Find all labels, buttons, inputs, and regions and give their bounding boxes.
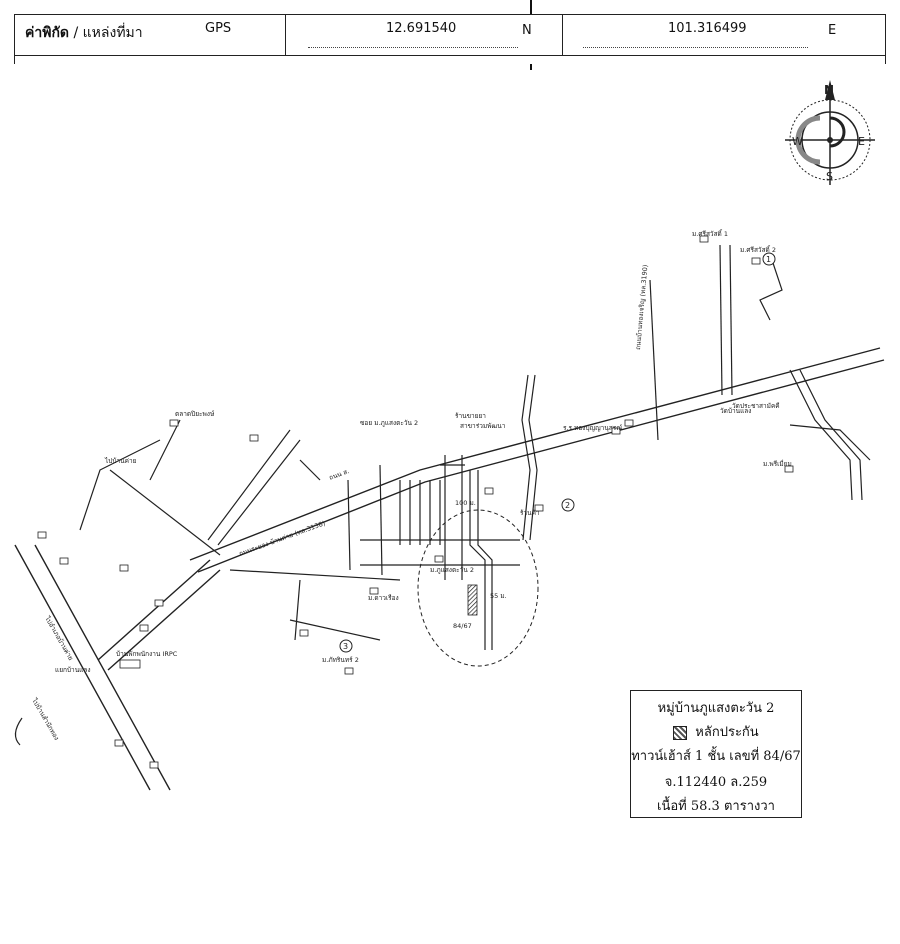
collateral-plot-marker xyxy=(467,584,478,616)
label-market: ตลาดปิยะพงษ์ xyxy=(175,410,215,418)
label-branch: สาขาร่วมพัฒนา xyxy=(460,422,506,430)
label-main-road: ถนนระยอง-บ้านค่าย (ทล.3138) xyxy=(238,519,326,558)
label-distance-55: 55 ม. xyxy=(490,592,507,600)
badge-3: 3 xyxy=(339,639,353,653)
map-buildings xyxy=(37,235,794,769)
latitude-value: 12.691540 xyxy=(386,21,457,36)
coordinate-source: GPS xyxy=(205,21,232,36)
label-village-b: ม.ภัทรินทร์ 2 xyxy=(322,656,359,664)
latitude-dotted-line xyxy=(308,47,518,48)
label-temple: วัดประชาสามัคคี xyxy=(732,402,780,410)
legend-symbol-row: หลักประกัน xyxy=(631,721,801,742)
label-village-c: ม.ภูแสงตะวัน 2 xyxy=(430,566,474,574)
left-highway xyxy=(14,544,221,791)
label-school: ร.ร.ทองบุญญานุสรณ์ xyxy=(563,424,622,432)
label-plot-number: 84/67 xyxy=(453,622,472,630)
label-main-road2: ถนน ส. xyxy=(328,467,350,482)
side-roads xyxy=(79,244,871,650)
coordinate-header-table: ค่าพิกัด / แหล่งที่มา GPS 12.691540 N 10… xyxy=(14,14,886,56)
label-left-road3: ไปอำเภอบ้านค่าย xyxy=(43,614,75,662)
legend-line2: ทาวน์เฮ้าส์ 1 ชั้น เลขที่ 84/67 xyxy=(631,749,801,764)
svg-text:3: 3 xyxy=(343,642,348,651)
map-legend: หมู่บ้านภูแสงตะวัน 2 หลักประกัน ทาวน์เฮ้… xyxy=(630,690,802,818)
legend-title: หมู่บ้านภูแสงตะวัน 2 xyxy=(657,701,775,716)
legend-line4: เนื้อที่ 58.3 ตารางวา xyxy=(657,799,775,814)
latitude-unit: N xyxy=(522,23,532,38)
latitude-cell: 12.691540 N xyxy=(286,15,563,55)
header-divider-mark-top xyxy=(530,0,532,14)
longitude-dotted-line xyxy=(583,47,808,48)
svg-text:1: 1 xyxy=(766,255,771,264)
label-village-d: ม.ดาวเรือง xyxy=(368,594,399,602)
legend-symbol-label: หลักประกัน xyxy=(695,725,759,740)
compass-west-label: W xyxy=(792,135,803,148)
label-temple2: วัดบ้านแลง xyxy=(720,407,751,415)
label-pharmacy: ร้านขายยา xyxy=(455,412,486,420)
label-junction: แยกบ้านแลง xyxy=(55,666,91,674)
label-soi-top: ซอย ม.ภูแสงตะวัน 2 xyxy=(360,419,418,427)
longitude-cell: 101.316499 E xyxy=(563,15,885,55)
label-right-road: ถนนบ้านทองเจริญ (ทล.3190) xyxy=(634,264,649,350)
label-irpc: บ้านพักพนักงาน IRPC xyxy=(116,650,178,658)
label-village-right: ม.พรีเมี่ยม xyxy=(763,459,792,468)
compass-south-label: S xyxy=(826,170,833,183)
badge-2: 2 xyxy=(561,498,575,512)
longitude-unit: E xyxy=(828,23,837,38)
label-left-road: ไปบ้านค่าย xyxy=(104,457,137,465)
badge-1: 1 xyxy=(762,252,776,266)
label-village-top2: ม.ศรีสวัสดิ์ 2 xyxy=(740,245,776,254)
label-distance-100: 100 ม. xyxy=(455,499,476,507)
coordinate-label: ค่าพิกัด / แหล่งที่มา xyxy=(25,25,143,41)
compass-rose-icon: N S E W xyxy=(785,80,875,185)
label-shop: ร้านค้า xyxy=(520,509,540,517)
main-road xyxy=(189,347,885,573)
compass-north-label: N xyxy=(824,83,834,97)
legend-line3: จ.112440 ล.259 xyxy=(664,775,768,790)
header-divider-mark-bottom xyxy=(530,64,532,70)
longitude-value: 101.316499 xyxy=(668,21,747,36)
compass-east-label: E xyxy=(858,135,865,148)
focus-area-circle xyxy=(417,509,539,667)
label-left-road2: ไปบ้านสำนักทอง xyxy=(30,696,61,742)
coordinate-source-cell: ค่าพิกัด / แหล่งที่มา GPS xyxy=(15,15,286,55)
header-strip xyxy=(14,54,886,64)
label-village-top1: ม.ศรีสวัสดิ์ 1 xyxy=(692,229,728,238)
margin-mark xyxy=(14,717,23,746)
svg-text:2: 2 xyxy=(565,501,570,510)
collateral-hatch-icon xyxy=(673,725,688,740)
